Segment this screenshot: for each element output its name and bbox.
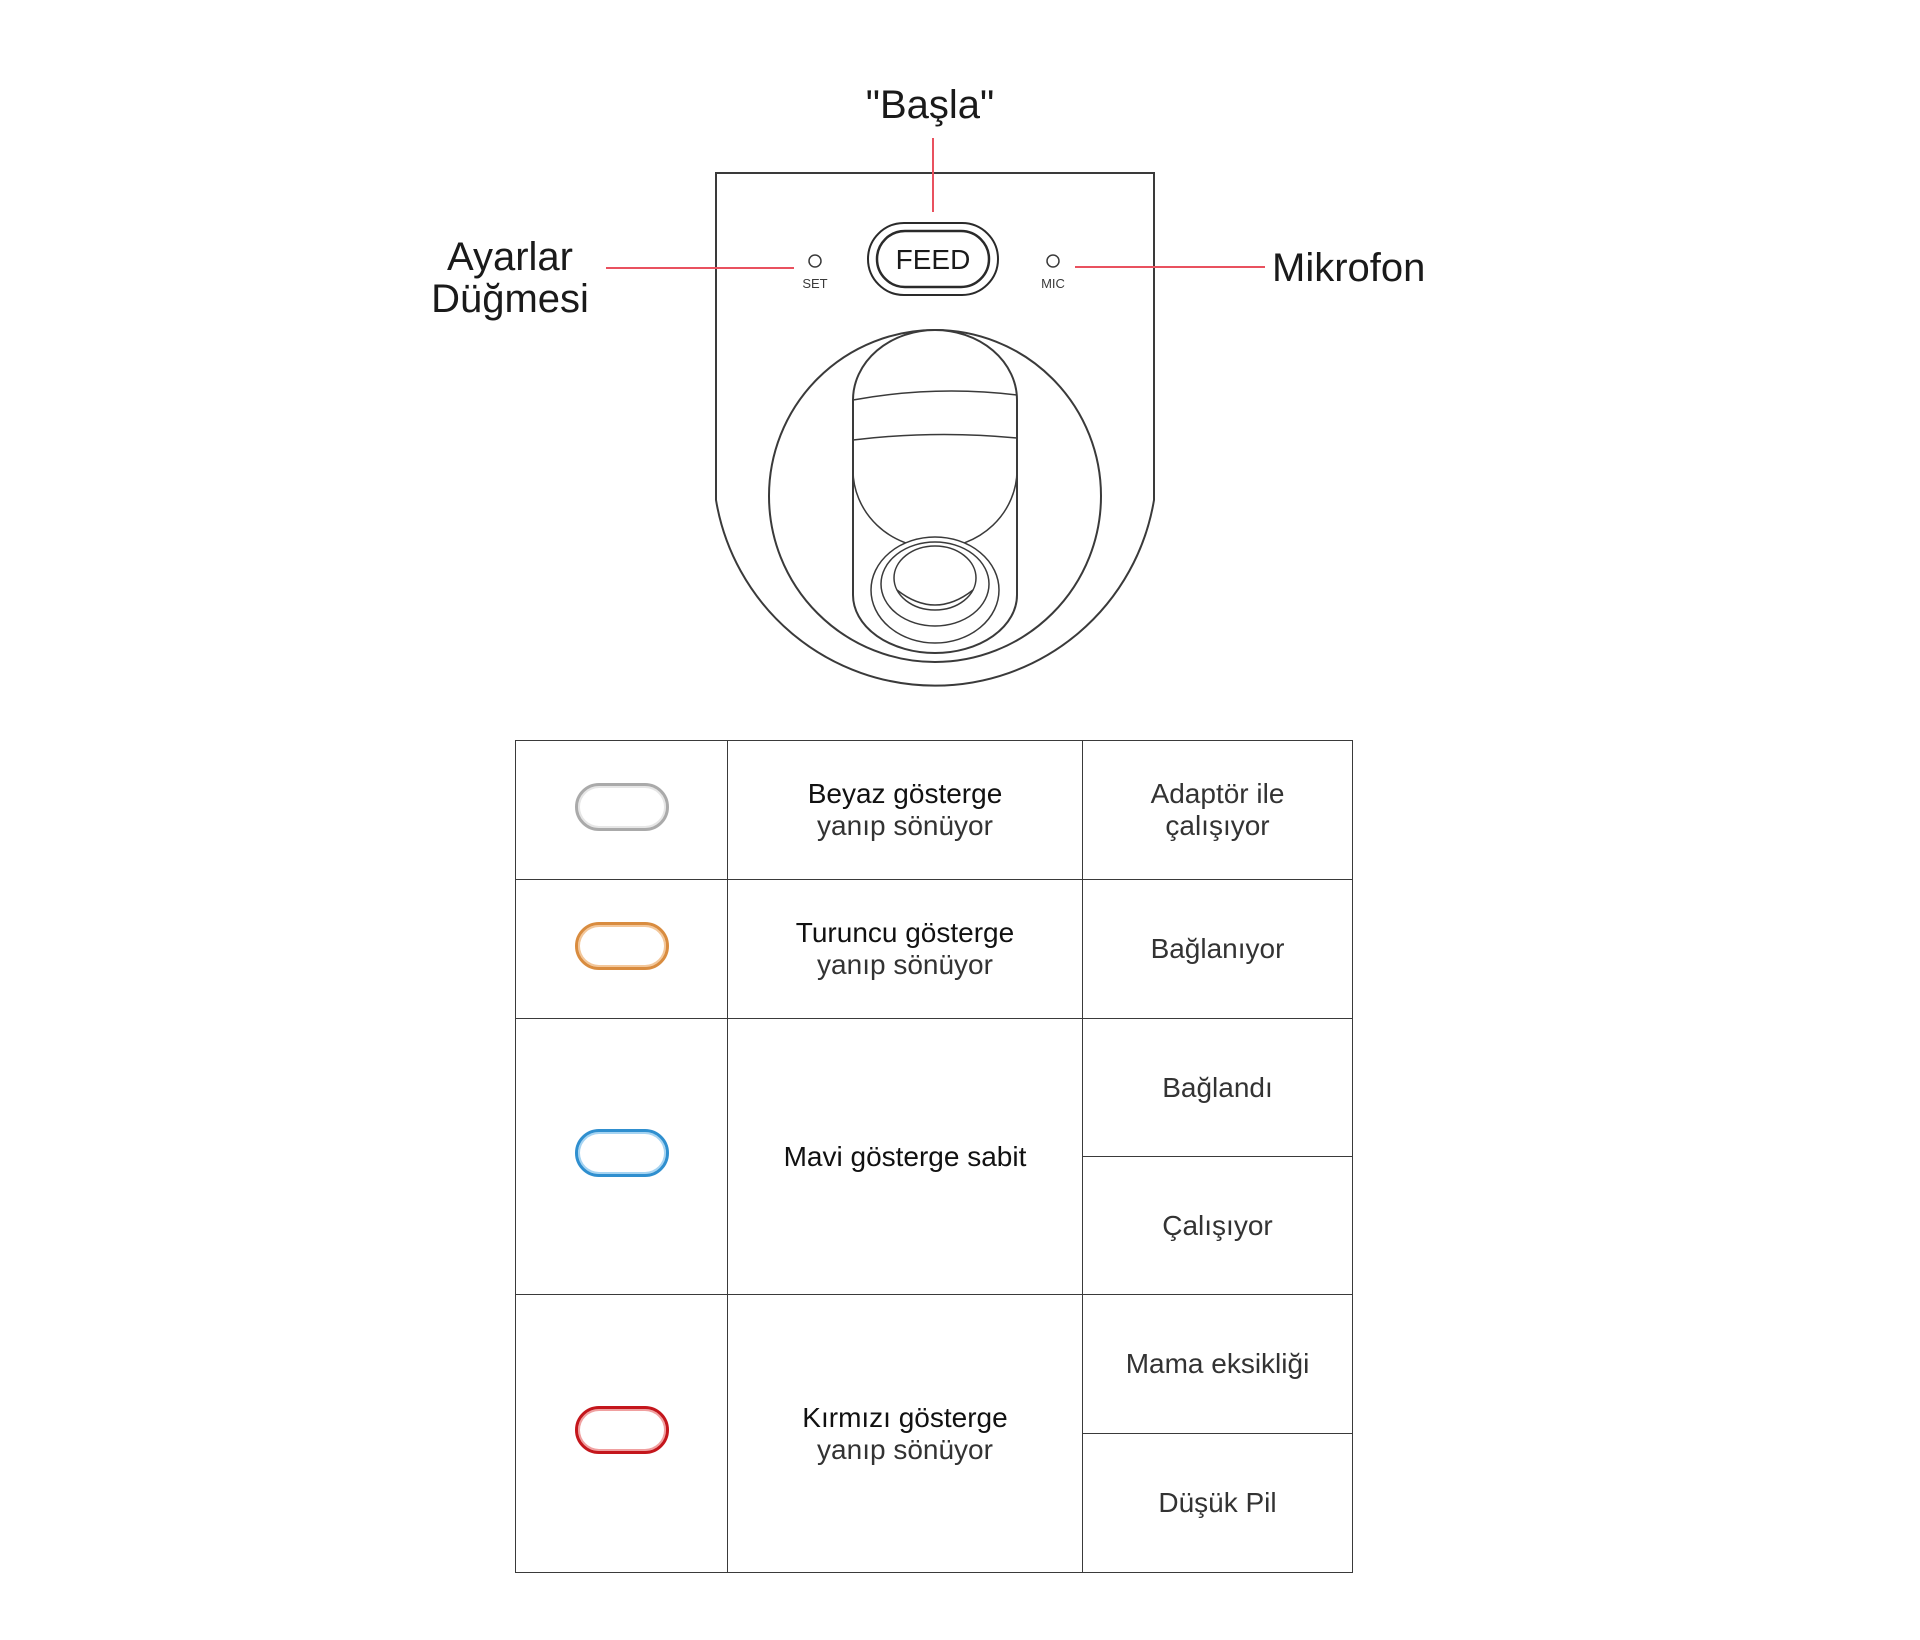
indicator-cell [515,879,728,1019]
white-indicator-icon [574,782,669,831]
table-row: Mavi gösterge sabit Bağlandı [515,1018,1353,1295]
feeder-top-panel-diagram: FEED SET MIC [606,138,1265,687]
chute-divider-lower [852,433,1018,441]
feed-button-inner [875,229,991,289]
description-line1: Beyaz gösterge [807,778,1003,809]
feed-button-label: FEED [896,244,971,275]
description-cell: Mavi gösterge sabit [727,1018,1083,1295]
description-cell: Beyaz gösterge yanıp sönüyor [727,740,1083,880]
table-row: Beyaz gösterge yanıp sönüyor Adaptör ile… [515,740,1353,880]
state-cell: Düşük Pil [1082,1433,1353,1573]
orange-indicator-icon [574,921,669,970]
mic-label: MIC [1041,276,1065,291]
callout-settings-line1: Ayarlar [447,235,573,279]
state-cell: Mama eksikliği [1082,1294,1353,1434]
table-row: Kırmızı gösterge yanıp sönüyor Mama eksi… [515,1294,1353,1573]
state-line2: çalışıyor [1165,810,1270,841]
state-cell: Adaptör ile çalışıyor [1082,740,1353,880]
outlet-rim [896,589,974,606]
description-line2: yanıp sönüyor [817,949,993,980]
set-button-dot [808,254,822,268]
description-cell: Kırmızı gösterge yanıp sönüyor [727,1294,1083,1573]
description-line1: Turuncu gösterge [795,917,1015,948]
state-cell: Çalışıyor [1082,1156,1353,1295]
state-line1: Adaptör ile [1150,778,1285,809]
description-line1: Mavi gösterge sabit [783,1140,1027,1172]
chute-divider-upper [852,390,1018,401]
state-cell: Bağlandı [1082,1018,1353,1157]
description-line2: yanıp sönüyor [817,1433,993,1465]
indicator-cell [515,1294,728,1573]
table-row: Çalışıyor [516,1156,1353,1295]
indicator-status-table: Beyaz gösterge yanıp sönüyor Adaptör ile… [515,740,1353,1573]
callout-settings-line2: Düğmesi [431,277,589,321]
blue-indicator-icon [574,1129,669,1177]
table-row: Düşük Pil [516,1433,1353,1573]
description-line2: yanıp sönüyor [817,810,993,841]
state-cell: Bağlanıyor [1082,879,1353,1019]
callout-start-label: "Başla" [865,83,995,127]
callout-mic-label: Mikrofon [1272,246,1426,290]
description-cell: Turuncu gösterge yanıp sönüyor [727,879,1083,1019]
table-row: Turuncu gösterge yanıp sönüyor Bağlanıyo… [515,879,1353,1019]
red-indicator-icon [574,1406,669,1454]
mic-dot [1046,254,1060,268]
indicator-cell [515,1018,728,1295]
indicator-cell [515,740,728,880]
set-label: SET [802,276,827,291]
description-line1: Kırmızı gösterge [802,1401,1008,1433]
outlet-ring-inner [893,545,977,611]
callout-settings-label: Ayarlar Düğmesi [390,236,630,320]
